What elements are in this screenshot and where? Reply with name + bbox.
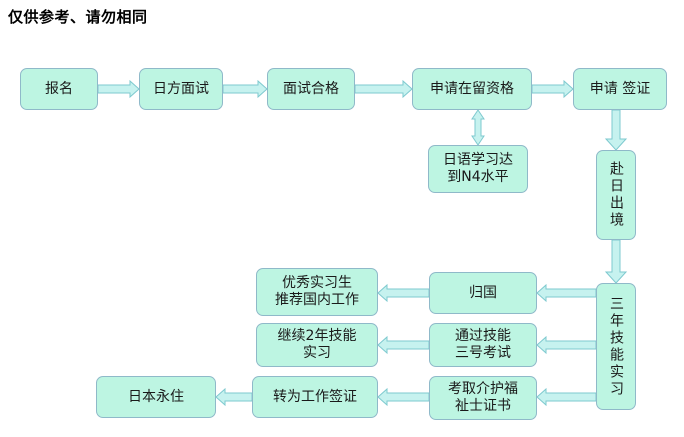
node-jixu-2nian-shixi[interactable]: 继续2年技能 实习 [256, 323, 378, 367]
node-riyu-xuexi-n4[interactable]: 日语学习达 到N4水平 [428, 145, 528, 193]
arrow-shenqingzailiu-to-shenqingqianzheng [531, 79, 574, 99]
node-guiguo[interactable]: 归国 [429, 272, 537, 314]
arrow-zhuanweigongzuo-to-ribenyongzhu [215, 387, 253, 407]
node-rifang-mianshi[interactable]: 日方面试 [139, 68, 223, 110]
node-mianshi-hege[interactable]: 面试合格 [267, 68, 355, 110]
arrow-sannianjineng-to-tongguojineng [536, 335, 597, 355]
arrow-rifangmianshi-to-mianshihege [222, 79, 268, 99]
node-youxiu-shixisheng[interactable]: 优秀实习生 推荐国内工作 [256, 268, 378, 316]
node-sannian-jineng-shixi[interactable]: 三年技能实习 [596, 283, 636, 410]
arrow-furichujing-to-sanniansjisshixi [604, 239, 628, 284]
node-shenqing-qianzheng[interactable]: 申请 签证 [573, 68, 667, 110]
arrow-guiguo-to-youxiushixisheng [377, 283, 430, 303]
arrow-sannianjineng-to-kaoqujiehu [536, 387, 597, 407]
arrow-riyuxuexi-to-shenqingzailiu [471, 109, 485, 146]
arrow-shenqingqianzheng-to-furichujing [604, 109, 628, 151]
node-zhuanwei-gongzuo-qianzheng[interactable]: 转为工作签证 [252, 376, 378, 418]
node-shenqing-zailiu-zige[interactable]: 申请在留资格 [412, 68, 532, 110]
node-tongguo-jineng-kaoshi[interactable]: 通过技能 三号考试 [429, 323, 537, 367]
page-title: 仅供参考、请勿相同 [8, 8, 148, 26]
arrow-kaoqujiehu-to-zhuanweigongzuo [377, 387, 430, 407]
node-furi-chujing[interactable]: 赴日出境 [596, 150, 636, 240]
node-riben-yongzhu[interactable]: 日本永住 [96, 376, 216, 418]
arrow-sannianjineng-to-guiguo [536, 283, 597, 303]
node-baoming[interactable]: 报名 [20, 68, 98, 110]
arrow-tongguojineng-to-jixu2nian [377, 335, 430, 355]
node-kaoqu-jiehu-zhengshu[interactable]: 考取介护福 祉士证书 [429, 376, 537, 420]
arrow-mianshihege-to-shenqingzailiu [354, 79, 413, 99]
arrow-baoming-to-rifangmianshi [97, 79, 140, 99]
